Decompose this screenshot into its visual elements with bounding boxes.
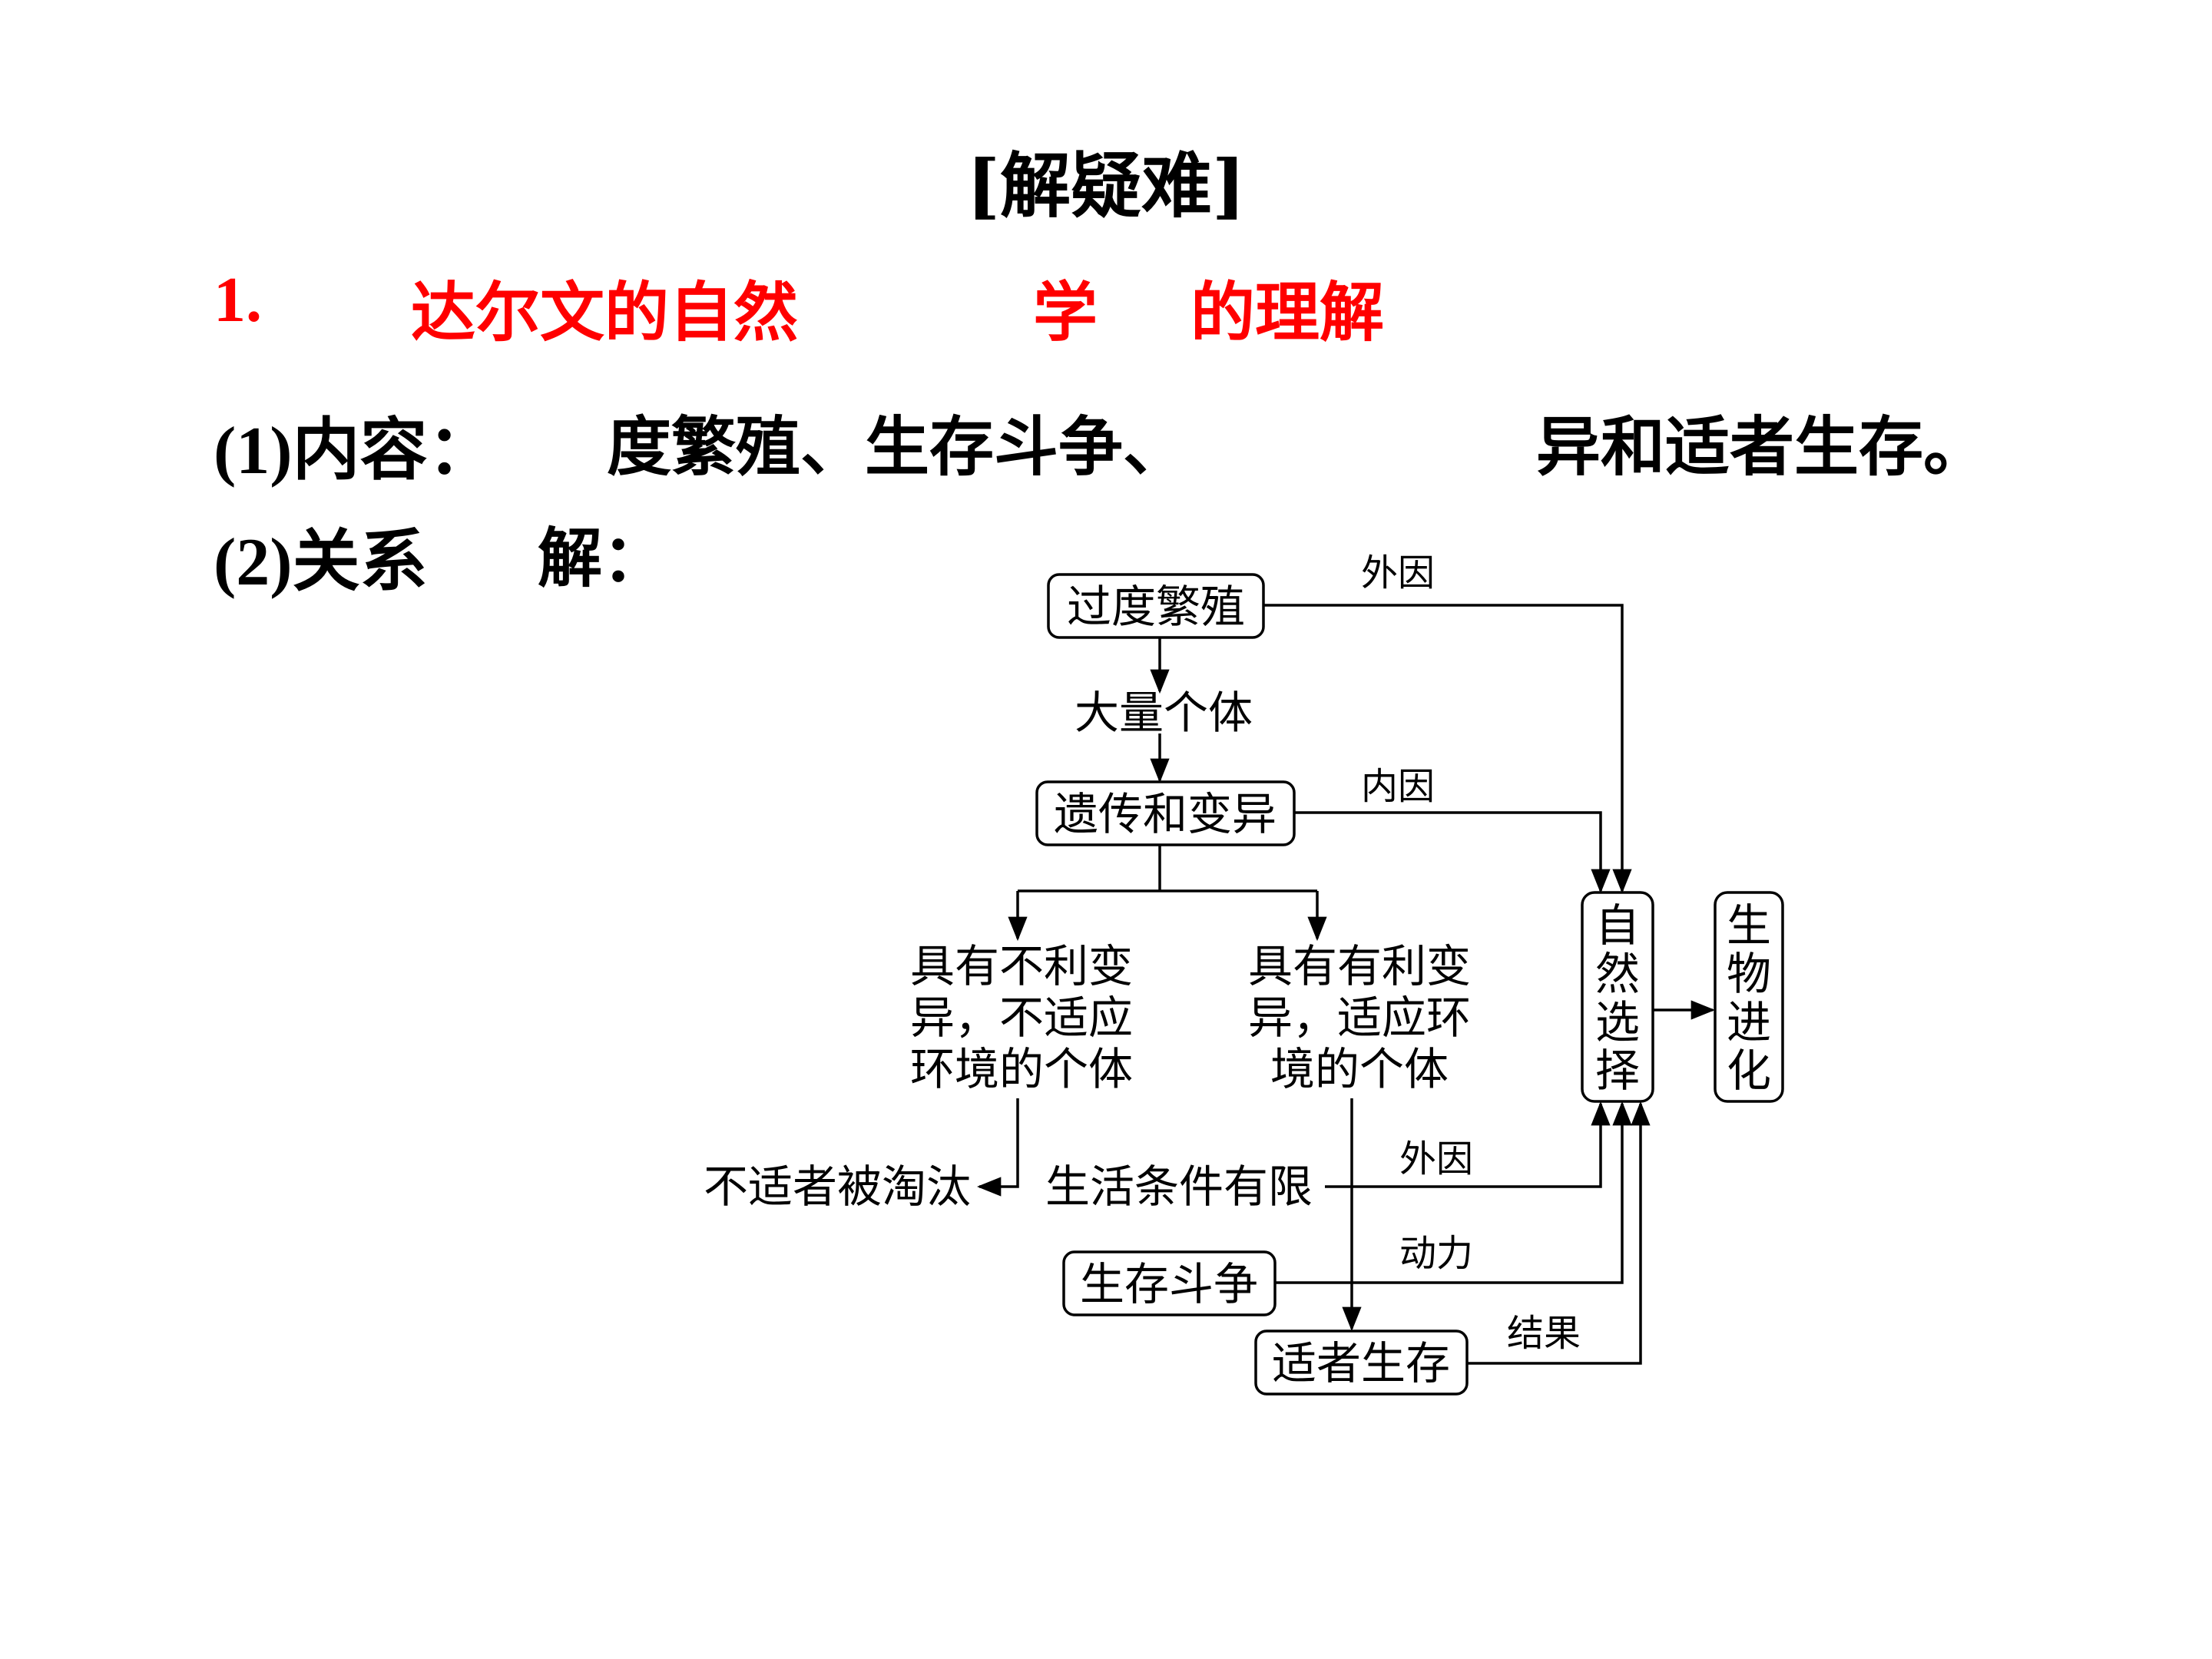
natural-selection-char-2: 然 xyxy=(1595,948,1640,1000)
page-title: [解疑难] xyxy=(966,144,1246,227)
unfavorable-line-3: 环境的个体 xyxy=(910,1043,1133,1095)
heredity-variation-label: 遗传和变异 xyxy=(1054,788,1277,840)
favorable-line-3: 境的个体 xyxy=(1270,1043,1449,1095)
section-title-part1: 达尔文的自然 xyxy=(411,275,799,350)
favorable-line-2: 异，适应环 xyxy=(1248,992,1471,1044)
evolution-char-1: 生 xyxy=(1727,899,1771,952)
evolution-box xyxy=(1714,891,1784,1103)
arrow-external-mid xyxy=(1325,1101,1611,1188)
edge-label-external-top: 外因 xyxy=(1361,551,1435,594)
over-reproduction-label: 过度繁殖 xyxy=(1067,581,1245,633)
arrow-result xyxy=(1467,1101,1651,1365)
edge-label-external-mid: 外因 xyxy=(1399,1137,1473,1181)
favorable-line-1: 具有有利变 xyxy=(1248,940,1471,992)
many-individuals-label: 大量个体 xyxy=(1075,687,1253,739)
natural-selection-char-1: 自 xyxy=(1595,899,1640,952)
section-number: 1. xyxy=(214,264,262,336)
edge-label-driving-force: 动力 xyxy=(1399,1232,1473,1275)
arrow-external-top xyxy=(1263,604,1632,894)
evolution-char-2: 物 xyxy=(1727,948,1771,1000)
evolution-char-3: 进 xyxy=(1727,996,1771,1048)
unfavorable-line-2: 异，不适应 xyxy=(910,992,1133,1044)
struggle-label: 生存斗争 xyxy=(1080,1258,1258,1310)
natural-selection-char-4: 择 xyxy=(1595,1045,1640,1097)
edge-label-internal: 内因 xyxy=(1361,765,1435,808)
unfit-eliminated-label: 不适者被淘汰 xyxy=(704,1161,971,1213)
content-label: (1)内容： xyxy=(214,414,495,488)
natural-selection-char-3: 选 xyxy=(1595,996,1640,1048)
section-title-part2: 学 xyxy=(1033,275,1098,350)
unfavorable-line-1: 具有不利变 xyxy=(910,940,1133,992)
limited-conditions-label: 生活条件有限 xyxy=(1045,1161,1313,1213)
section-heading: 1. xyxy=(214,261,262,337)
arrow-internal xyxy=(1294,811,1611,894)
section-title-part3: 的理解 xyxy=(1190,275,1385,350)
survival-label: 适者生存 xyxy=(1272,1337,1450,1389)
arrow-to-eliminated xyxy=(976,1098,1019,1197)
content-segment-1: 度繁殖、生存斗争、 xyxy=(607,409,1188,485)
relation-label: (2)关系 xyxy=(214,525,428,600)
content-segment-2: 异和适者生存。 xyxy=(1536,409,1988,485)
evolution-char-4: 化 xyxy=(1727,1045,1771,1097)
arrow-driving-force xyxy=(1275,1101,1632,1284)
edge-label-result: 结果 xyxy=(1507,1312,1581,1355)
relation-label-2: 解： xyxy=(538,521,667,596)
